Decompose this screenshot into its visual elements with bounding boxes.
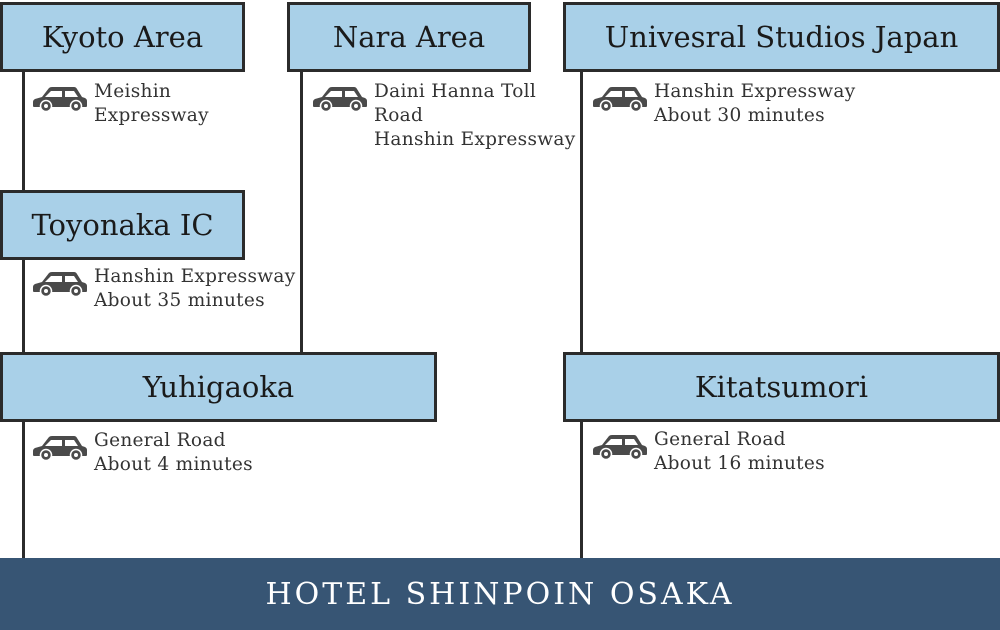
node-kitatsumori: Kitatsumori — [563, 352, 1000, 422]
route-line: Road — [374, 105, 424, 126]
destination-hotel-banner: HOTEL SHINPOIN OSAKA — [0, 558, 1000, 630]
route-line: Hanshin Expressway — [654, 81, 856, 102]
route-line: About 4 minutes — [94, 454, 253, 475]
route-line: About 35 minutes — [94, 290, 265, 311]
connector-kyoto-toyonaka — [22, 70, 25, 192]
route-line: Daini Hanna Toll — [374, 81, 537, 102]
connector-usj-kitatsumori — [580, 70, 583, 354]
node-universal-studios-japan: Univesral Studios Japan — [563, 2, 1000, 72]
route-line: About 30 minutes — [654, 105, 825, 126]
connector-kitatsumori-hotel — [580, 420, 583, 560]
connector-toyonaka-yuhigaoka — [22, 258, 25, 354]
car-icon — [593, 435, 647, 460]
car-icon — [593, 87, 647, 112]
route-line: General Road — [654, 429, 786, 450]
node-yuhigaoka: Yuhigaoka — [0, 352, 437, 422]
node-kyoto-area: Kyoto Area — [0, 2, 245, 72]
car-icon — [33, 272, 87, 297]
route-line: General Road — [94, 430, 226, 451]
car-icon — [33, 87, 87, 112]
car-icon — [313, 87, 367, 112]
connector-nara-yuhigaoka — [300, 70, 303, 354]
car-icon — [33, 436, 87, 461]
route-line: About 16 minutes — [654, 453, 825, 474]
route-line: Expressway — [94, 105, 209, 126]
node-nara-area: Nara Area — [287, 2, 531, 72]
route-line: Meishin — [94, 81, 172, 102]
route-line: Hanshin Expressway — [94, 266, 296, 287]
connector-yuhigaoka-hotel — [22, 420, 25, 560]
node-toyonaka-ic: Toyonaka IC — [0, 190, 245, 260]
route-line: Hanshin Expressway — [374, 129, 576, 150]
